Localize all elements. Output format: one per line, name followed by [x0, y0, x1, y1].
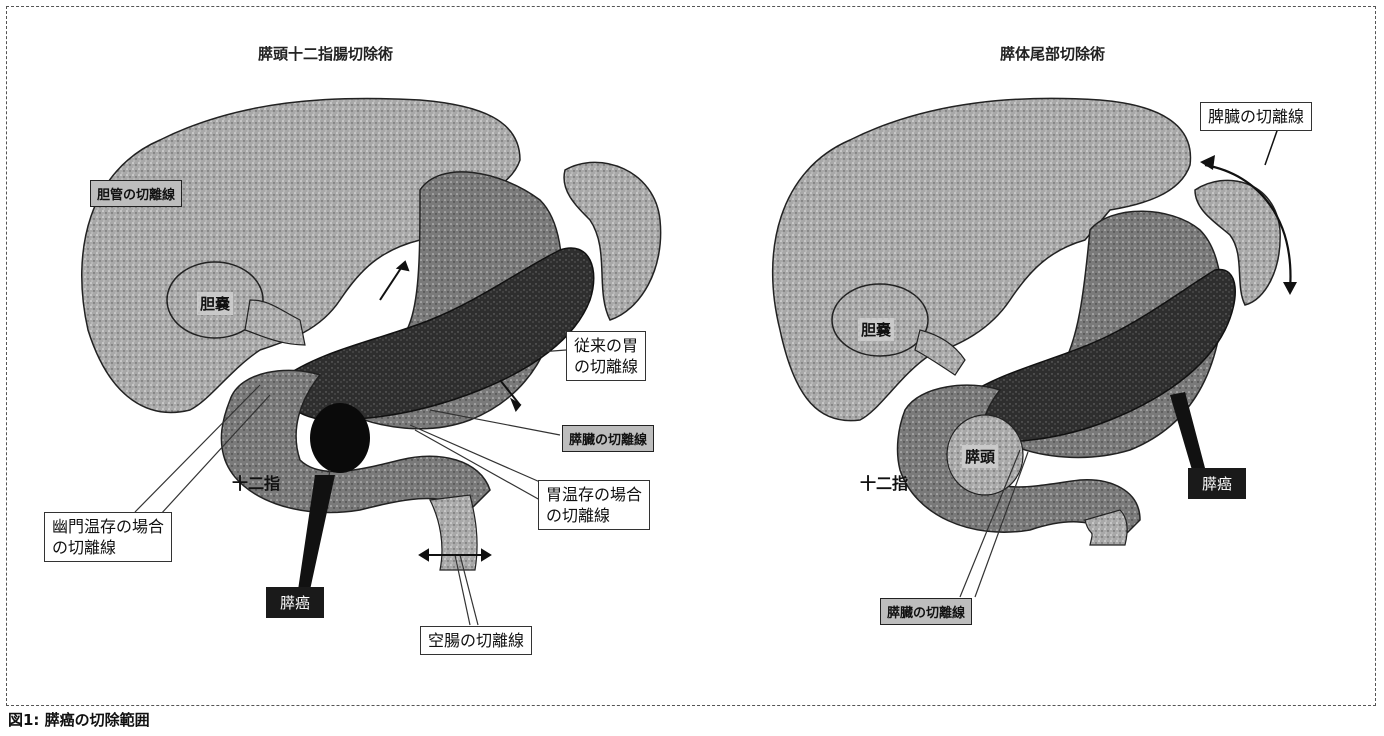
left-pancreas-cut-label: 膵臓の切離線 — [562, 425, 654, 452]
right-cancer-label: 膵癌 — [1188, 468, 1246, 499]
right-cancer-pointer — [1170, 392, 1205, 470]
right-panel-title: 膵体尾部切除術 — [1000, 43, 1105, 64]
spleen-cut-label: 脾臓の切離線 — [1200, 102, 1312, 131]
right-spleen-pointer — [1265, 128, 1278, 165]
pancreas-head-label: 膵頭 — [962, 445, 998, 468]
left-jejunum — [430, 495, 477, 570]
right-pancreas-cut-label: 膵臓の切離線 — [880, 598, 972, 625]
right-duodenum-label: 十二指 — [860, 470, 908, 494]
conventional-stomach-cut-label: 従来の胃 の切離線 — [566, 331, 646, 381]
left-cancer-label: 膵癌 — [266, 587, 324, 618]
figure-caption: 図1: 膵癌の切除範囲 — [8, 709, 150, 730]
pylorus-preserved-cut-label: 幽門温存の場合 の切離線 — [44, 512, 172, 562]
left-duodenum-label: 十二指 — [232, 470, 280, 494]
left-panel-title: 膵頭十二指腸切除術 — [258, 43, 393, 64]
left-gallbladder-label: 胆嚢 — [197, 292, 233, 315]
jejunum-cut-label: 空腸の切離線 — [420, 626, 532, 655]
left-tumor — [310, 403, 370, 473]
stomach-preserved-cut-label: 胃温存の場合 の切離線 — [538, 480, 650, 530]
bile-duct-cut-label: 胆管の切離線 — [90, 180, 182, 207]
right-gallbladder-label: 胆嚢 — [858, 318, 894, 341]
